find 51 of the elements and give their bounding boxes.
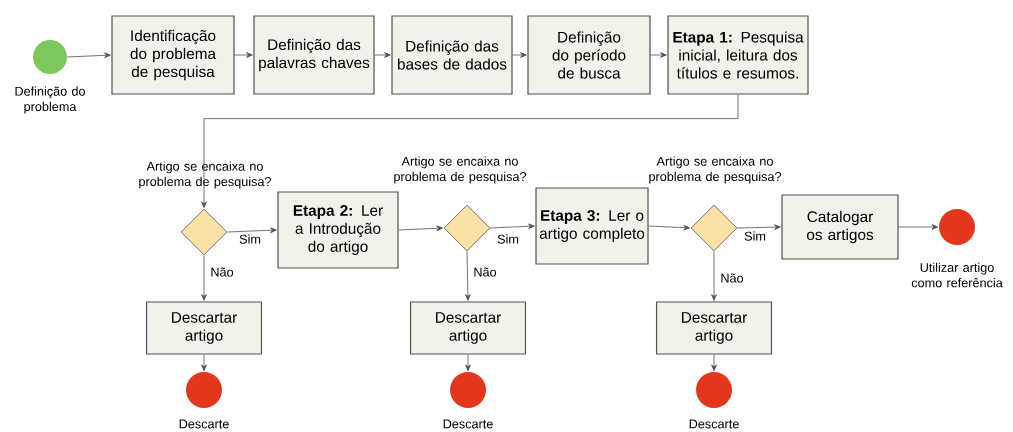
arrow <box>465 354 471 372</box>
arrow <box>711 354 717 372</box>
arrow <box>201 255 207 301</box>
arrow <box>737 224 781 230</box>
process-box: Definição das bases de dados <box>391 15 513 95</box>
process-box: Descartar artigo <box>655 301 773 355</box>
node-caption: Descarte <box>443 419 493 429</box>
node-caption: Definição do problema <box>15 86 85 114</box>
process-box: Etapa 1: Pesquisa inicial, leitura dos títulos e resumos. <box>667 15 809 95</box>
end-circle <box>186 372 222 408</box>
arrow <box>711 251 717 301</box>
edge-label: Sim <box>495 233 521 245</box>
arrow <box>648 224 690 231</box>
end-circle <box>696 372 732 408</box>
question-label: Artigo se encaixa no problema de pesquisa? <box>649 156 782 184</box>
start-circle <box>33 40 67 74</box>
process-box: Identificação do problema de pesquisa <box>111 15 235 95</box>
arrow <box>490 223 535 230</box>
arrow <box>234 52 253 58</box>
node-caption: Descarte <box>689 419 739 429</box>
arrow <box>201 354 207 372</box>
arrow <box>650 52 667 58</box>
node-caption: Descarte <box>179 419 229 429</box>
process-box: Etapa 3: Ler o artigo completo <box>535 187 649 265</box>
edge-label: Sim <box>742 230 768 242</box>
arrow <box>201 94 739 208</box>
process-box: Definição das palavras chaves <box>253 15 375 95</box>
decision-diamond <box>443 204 491 252</box>
edge-label: Sim <box>237 233 263 245</box>
edge-label: Não <box>719 272 745 284</box>
process-box: Catalogar os artigos <box>781 194 899 260</box>
process-box: Descartar artigo <box>145 301 263 355</box>
decision-diamond <box>180 208 228 256</box>
arrow <box>512 52 527 58</box>
process-box: Descartar artigo <box>409 301 527 355</box>
end-circle <box>450 372 486 408</box>
arrow <box>66 52 111 59</box>
edge-label: Não <box>209 266 235 278</box>
question-label: Artigo se encaixa no problema de pesquisa? <box>139 161 272 189</box>
arrow <box>898 224 939 230</box>
arrow <box>374 52 391 58</box>
end-circle <box>939 209 975 245</box>
node-caption: Utilizar artigo como referência <box>911 262 1003 288</box>
arrow <box>398 225 443 232</box>
arrow <box>465 251 471 301</box>
arrow <box>227 227 277 234</box>
process-box: Definição do período de busca <box>527 15 651 95</box>
process-box: Etapa 2: Ler a Introdução do artigo <box>277 191 399 269</box>
decision-diamond <box>690 204 738 252</box>
edge-label: Não <box>472 266 498 278</box>
question-label: Artigo se encaixa no problema de pesquisa? <box>394 156 527 184</box>
